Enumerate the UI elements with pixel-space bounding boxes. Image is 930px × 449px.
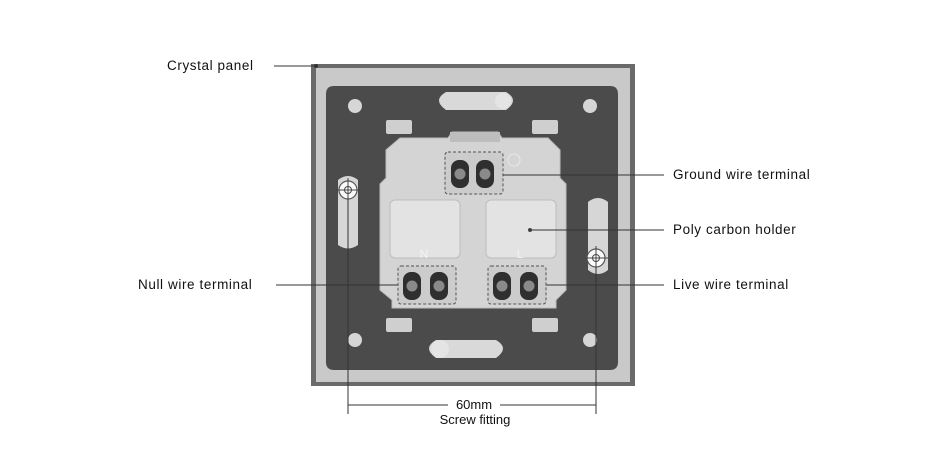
live-wire-terminal-label: Live wire terminal bbox=[673, 277, 789, 292]
neutral-screw-head bbox=[406, 280, 418, 292]
live-holder bbox=[485, 199, 557, 259]
bottom-slot-hole bbox=[431, 340, 449, 358]
crystal-panel-label: Crystal panel bbox=[167, 58, 254, 73]
corner-hole bbox=[348, 333, 362, 347]
clip-tab bbox=[532, 120, 558, 134]
live-screw-head bbox=[523, 280, 535, 292]
live-mark: L bbox=[517, 247, 524, 261]
poly-carbon-holder-label: Poly carbon holder bbox=[673, 222, 797, 237]
live-screw-head bbox=[496, 280, 508, 292]
corner-hole bbox=[583, 333, 597, 347]
corner-hole bbox=[348, 99, 362, 113]
null-wire-terminal-label: Null wire terminal bbox=[138, 277, 253, 292]
clip-tab bbox=[532, 318, 558, 332]
dimension-value: 60mm bbox=[455, 397, 493, 412]
neutral-mark: N bbox=[420, 247, 429, 261]
top-slot-hole bbox=[495, 93, 511, 109]
module-notch bbox=[450, 132, 500, 142]
top-slot bbox=[439, 92, 513, 110]
corner-hole bbox=[583, 99, 597, 113]
ground-wire-terminal-label: Ground wire terminal bbox=[673, 167, 811, 182]
clip-tab bbox=[386, 120, 412, 134]
ground-screw-head bbox=[454, 168, 466, 180]
clip-tab bbox=[386, 318, 412, 332]
ground-symbol bbox=[507, 153, 521, 167]
dimension-caption: Screw fitting bbox=[439, 412, 511, 427]
ground-screw-head bbox=[479, 168, 491, 180]
neutral-screw-head bbox=[433, 280, 445, 292]
neutral-holder bbox=[389, 199, 461, 259]
crystal-panel-dot bbox=[314, 64, 318, 68]
